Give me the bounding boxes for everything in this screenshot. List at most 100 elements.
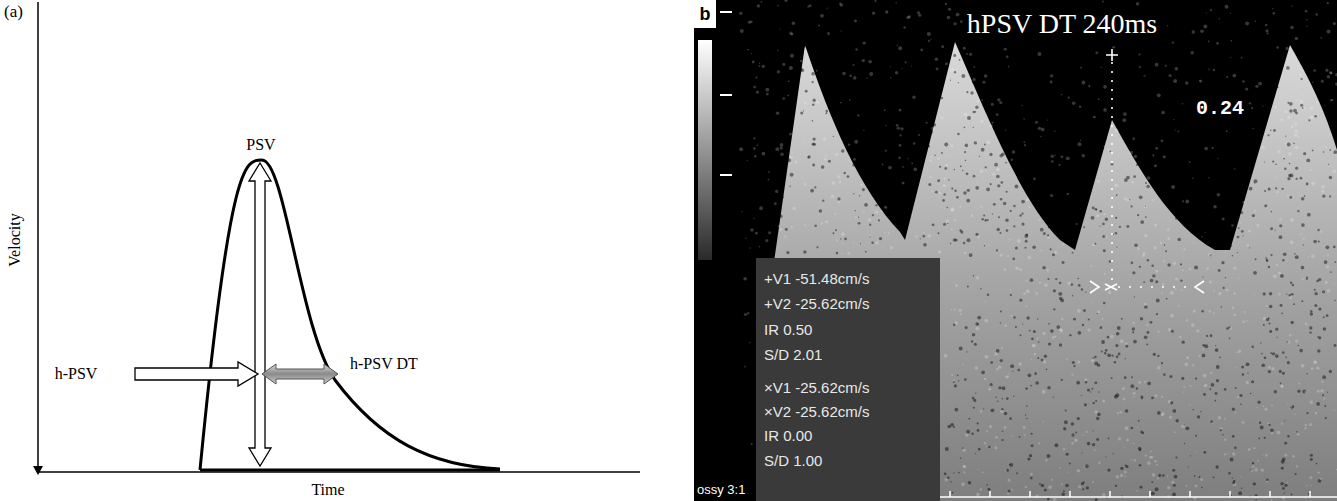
speckle-dot [1133, 443, 1135, 445]
speckle-dot [749, 43, 753, 47]
speckle-dot [864, 126, 868, 130]
speckle-dot [1056, 218, 1060, 222]
speckle-dot [1310, 454, 1313, 457]
speckle-dot [741, 411, 743, 413]
speckle-dot [934, 154, 935, 155]
speckle-dot [742, 128, 745, 131]
speckle-dot [799, 0, 801, 2]
speckle-dot [1046, 59, 1049, 62]
speckle-dot [1334, 150, 1337, 154]
speckle-dot [1164, 244, 1166, 246]
speckle-dot [791, 226, 793, 228]
speckle-dot [1234, 480, 1236, 482]
speckle-dot [1114, 81, 1117, 84]
speckle-dot [947, 223, 948, 224]
speckle-dot [900, 127, 903, 130]
speckle-dot [1252, 465, 1255, 468]
speckle-dot [1219, 357, 1221, 359]
speckle-dot [1324, 405, 1326, 407]
speckle-dot [1107, 468, 1110, 471]
speckle-dot [1124, 125, 1126, 127]
speckle-dot [1295, 255, 1299, 259]
speckle-dot [928, 40, 930, 42]
speckle-dot [1275, 163, 1277, 165]
speckle-dot [1323, 1, 1325, 3]
speckle-dot [1171, 185, 1175, 189]
speckle-dot [761, 128, 763, 130]
speckle-dot [1265, 24, 1267, 26]
speckle-dot [954, 384, 957, 387]
speckle-dot [1021, 212, 1023, 214]
speckle-dot [985, 226, 986, 227]
speckle-dot [872, 214, 874, 216]
speckle-dot [897, 45, 899, 47]
speckle-dot [1300, 234, 1302, 236]
speckle-dot [1108, 76, 1110, 78]
speckle-dot [958, 472, 960, 474]
speckle-dot [852, 10, 854, 12]
speckle-dot [1144, 381, 1146, 383]
speckle-dot [963, 242, 966, 245]
speckle-dot [1150, 279, 1154, 283]
speckle-dot [1071, 374, 1073, 376]
speckle-dot [765, 239, 768, 242]
speckle-dot [928, 61, 930, 63]
speckle-dot [1105, 349, 1108, 352]
speckle-dot [1067, 281, 1071, 285]
speckle-dot [1032, 344, 1036, 348]
speckle-dot [1223, 229, 1225, 231]
speckle-dot [1162, 283, 1165, 286]
speckle-dot [1087, 388, 1090, 391]
speckle-dot [1176, 42, 1180, 46]
speckle-dot [1324, 260, 1328, 264]
speckle-dot [984, 301, 985, 302]
speckle-dot [1290, 281, 1292, 283]
speckle-dot [821, 222, 823, 224]
speckle-dot [1031, 444, 1034, 447]
speckle-dot [1167, 25, 1169, 27]
speckle-dot [855, 48, 857, 50]
speckle-dot [1288, 174, 1291, 177]
speckle-dot [970, 91, 974, 95]
speckle-dot [1000, 198, 1003, 201]
speckle-dot [1230, 458, 1234, 462]
speckle-dot [1259, 58, 1262, 61]
speckle-dot [780, 196, 783, 199]
speckle-dot [745, 149, 747, 151]
speckle-dot [1136, 387, 1138, 389]
speckle-dot [1161, 412, 1165, 416]
speckle-dot [1306, 26, 1307, 27]
speckle-dot [869, 235, 871, 237]
speckle-dot [1306, 183, 1309, 186]
speckle-dot [1287, 402, 1288, 403]
speckle-dot [740, 29, 744, 33]
speckle-dot [1023, 52, 1026, 55]
speckle-dot [1142, 163, 1144, 165]
speckle-dot [1320, 6, 1322, 8]
speckle-dot [1295, 340, 1298, 343]
speckle-dot [805, 90, 808, 93]
speckle-dot [1041, 359, 1044, 362]
speckle-dot [1115, 129, 1119, 133]
speckle-dot [980, 288, 981, 289]
speckle-dot [1007, 375, 1009, 377]
speckle-dot [895, 35, 896, 36]
speckle-dot [1120, 339, 1124, 343]
speckle-dot [1296, 178, 1298, 180]
speckle-dot [1278, 150, 1281, 153]
speckle-dot [739, 147, 743, 151]
speckle-dot [933, 15, 937, 19]
speckle-dot [1207, 19, 1210, 22]
speckle-dot [1254, 294, 1255, 295]
speckle-dot [1275, 106, 1277, 108]
speckle-dot [1086, 77, 1088, 79]
speckle-dot [1230, 245, 1232, 247]
speckle-dot [983, 214, 985, 216]
speckle-dot [938, 3, 941, 6]
speckle-dot [1183, 391, 1184, 392]
speckle-dot [1318, 307, 1321, 310]
speckle-dot [1192, 177, 1194, 179]
speckle-dot [1175, 182, 1177, 184]
speckle-dot [1082, 154, 1086, 158]
speckle-dot [748, 87, 750, 89]
